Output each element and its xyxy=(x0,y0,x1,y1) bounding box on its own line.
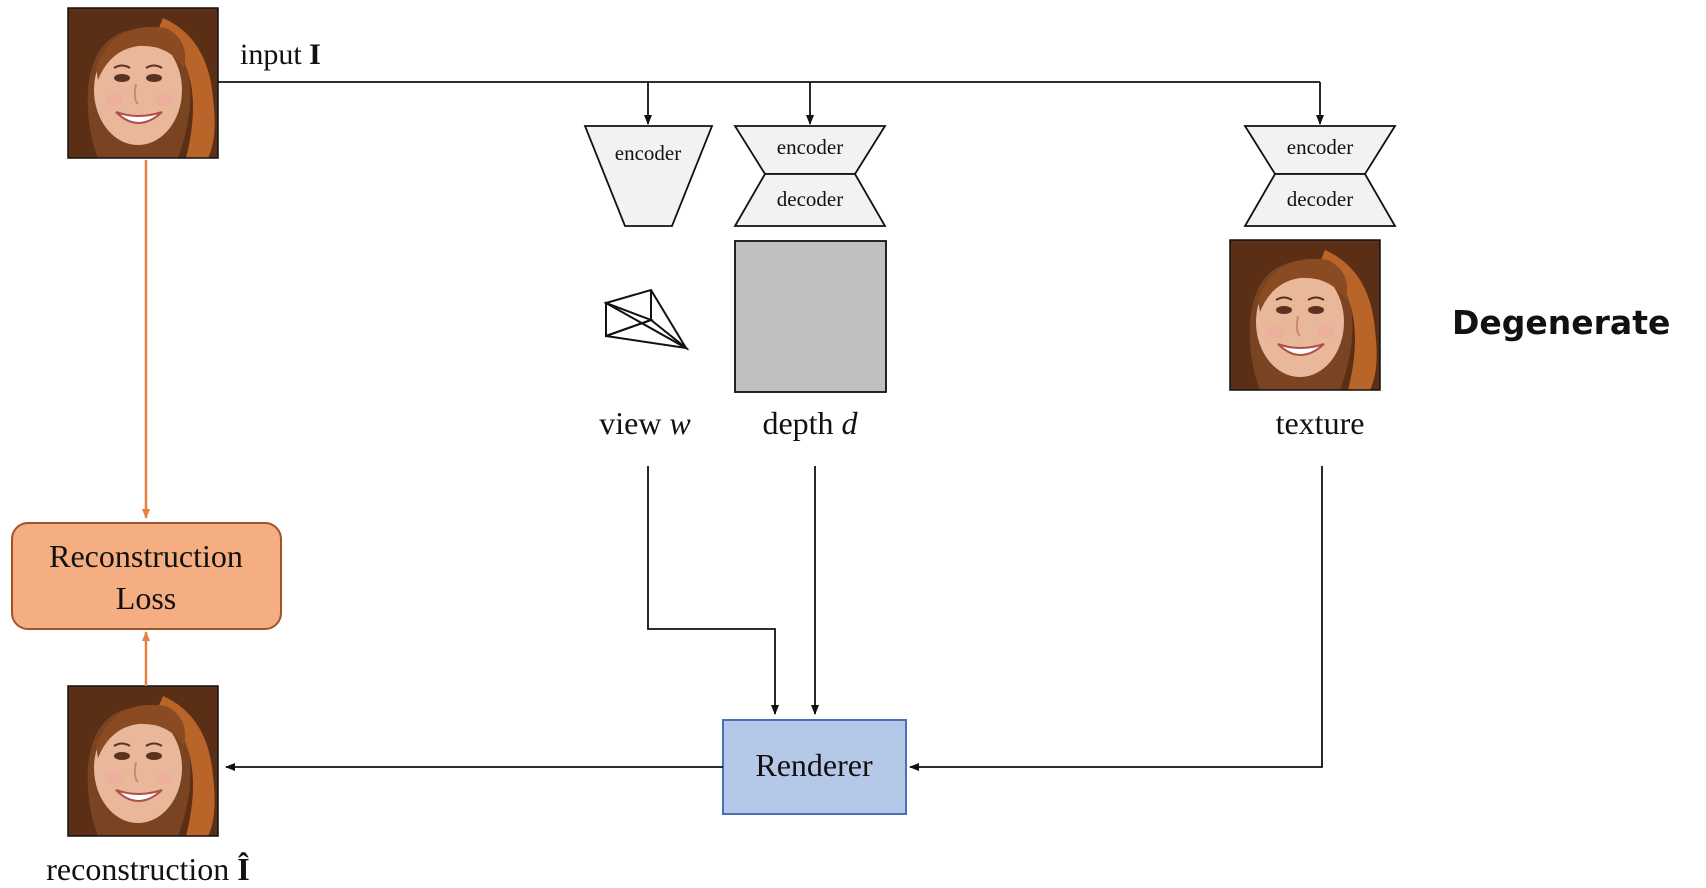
reconstruction-label: reconstruction Î xyxy=(46,851,250,887)
view-to-renderer-arrow xyxy=(647,466,779,715)
reconstruction-face-image xyxy=(67,685,219,837)
loss-label-line2: Loss xyxy=(116,580,176,616)
input-label: input I xyxy=(240,38,321,71)
depth-encoder-label: encoder xyxy=(777,135,843,159)
texture-decoder-label: decoder xyxy=(1287,187,1353,211)
reconstruction-loss-box xyxy=(11,522,282,630)
degenerate-badge: Degenerate xyxy=(1452,303,1670,342)
renderer-label: Renderer xyxy=(755,747,873,783)
texture-to-renderer-arrow xyxy=(909,466,1323,771)
texture-encoder-label: encoder xyxy=(1287,135,1353,159)
view-encoder-label: encoder xyxy=(615,141,681,165)
depth-map xyxy=(734,240,887,393)
camera-view-icon xyxy=(603,288,690,351)
depth-decoder-block xyxy=(733,173,887,227)
loss-label-line1: Reconstruction xyxy=(49,538,243,574)
texture-face-image xyxy=(1229,239,1381,391)
view-encoder-block xyxy=(583,125,714,227)
depth-decoder-label: decoder xyxy=(777,187,843,211)
depth-label: depth d xyxy=(762,405,858,441)
texture-decoder-block xyxy=(1243,173,1397,227)
renderer-box xyxy=(722,719,907,815)
texture-label: texture xyxy=(1276,405,1365,441)
input-face-image xyxy=(67,7,219,159)
view-label: view w xyxy=(599,405,691,441)
